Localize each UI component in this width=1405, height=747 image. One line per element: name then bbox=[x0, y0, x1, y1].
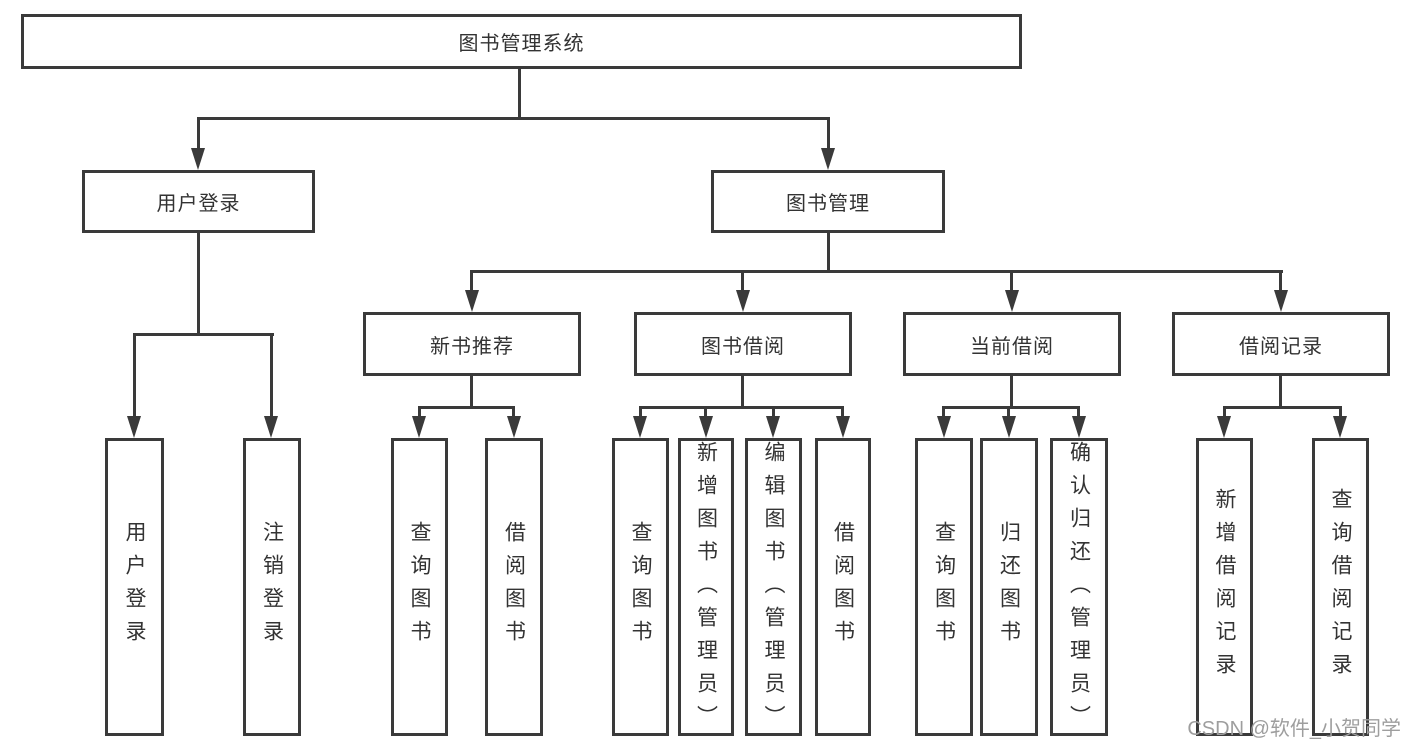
arrow-down-icon bbox=[264, 416, 278, 438]
leaf-query-books-borrowing-label: 查询图书 bbox=[629, 521, 652, 653]
connector-line bbox=[418, 406, 421, 416]
leaf-borrow-books: 借阅图书 bbox=[815, 438, 871, 736]
watermark: CSDN @软件_小贺同学 bbox=[1187, 718, 1401, 740]
node-user-login: 用户登录 bbox=[82, 170, 315, 233]
leaf-edit-book-admin: 编辑图书（管理员） bbox=[745, 438, 802, 738]
connector-line bbox=[827, 233, 830, 273]
connector-line bbox=[1279, 270, 1282, 290]
connector-line bbox=[827, 117, 830, 150]
leaf-add-borrow-record: 新增借阅记录 bbox=[1196, 438, 1253, 736]
leaf-borrow-books-label: 借阅图书 bbox=[831, 521, 855, 653]
arrow-down-icon bbox=[127, 416, 141, 438]
connector-line bbox=[197, 233, 200, 336]
arrow-down-icon bbox=[937, 416, 951, 438]
connector-line bbox=[1010, 376, 1013, 409]
connector-line bbox=[470, 270, 473, 290]
arrow-down-icon bbox=[633, 416, 647, 438]
leaf-query-books-current-label: 查询图书 bbox=[932, 521, 956, 653]
connector-line bbox=[197, 117, 830, 120]
connector-line bbox=[1339, 406, 1342, 416]
connector-line bbox=[133, 333, 274, 336]
connector-line bbox=[471, 270, 1283, 273]
leaf-edit-book-admin-label: 编辑图书（管理员） bbox=[762, 441, 785, 738]
leaf-confirm-return-admin-label: 确认归还（管理员） bbox=[1067, 441, 1091, 738]
connector-line bbox=[1010, 270, 1013, 290]
node-book-management: 图书管理 bbox=[711, 170, 945, 233]
leaf-add-borrow-record-label: 新增借阅记录 bbox=[1213, 488, 1236, 686]
connector-line bbox=[942, 406, 1080, 409]
node-new-book-recommend: 新书推荐 bbox=[363, 312, 581, 376]
node-current-borrowing: 当前借阅 bbox=[903, 312, 1121, 376]
connector-line bbox=[639, 406, 844, 409]
leaf-logout-label: 注销登录 bbox=[260, 521, 284, 653]
node-borrow-records-label: 借阅记录 bbox=[1239, 335, 1323, 358]
leaf-query-books-borrowing: 查询图书 bbox=[612, 438, 669, 736]
leaf-query-books-recommend: 查询图书 bbox=[391, 438, 448, 736]
connector-line bbox=[741, 270, 744, 290]
connector-line bbox=[942, 406, 945, 416]
node-root: 图书管理系统 bbox=[21, 14, 1022, 69]
connector-line bbox=[1007, 406, 1010, 416]
leaf-query-borrow-record-label: 查询借阅记录 bbox=[1329, 488, 1352, 686]
connector-line bbox=[512, 406, 515, 416]
leaf-borrow-books-recommend-label: 借阅图书 bbox=[502, 521, 526, 653]
leaf-query-borrow-record: 查询借阅记录 bbox=[1312, 438, 1369, 736]
connector-line bbox=[133, 333, 136, 418]
arrow-down-icon bbox=[1005, 290, 1019, 312]
arrow-down-icon bbox=[465, 290, 479, 312]
node-user-login-label: 用户登录 bbox=[156, 193, 241, 215]
connector-line bbox=[639, 406, 642, 416]
connector-line bbox=[841, 406, 844, 416]
node-borrow-records: 借阅记录 bbox=[1172, 312, 1390, 376]
arrow-down-icon bbox=[191, 148, 205, 170]
leaf-return-books-label: 归还图书 bbox=[997, 521, 1021, 653]
node-book-management-label: 图书管理 bbox=[786, 193, 870, 215]
connector-line bbox=[741, 376, 744, 409]
arrow-down-icon bbox=[412, 416, 426, 438]
leaf-confirm-return-admin: 确认归还（管理员） bbox=[1050, 438, 1108, 738]
connector-line bbox=[518, 69, 521, 120]
node-current-borrowing-label: 当前借阅 bbox=[970, 335, 1054, 358]
arrow-down-icon bbox=[736, 290, 750, 312]
connector-line bbox=[197, 117, 200, 150]
connector-line bbox=[470, 376, 473, 409]
arrow-down-icon bbox=[507, 416, 521, 438]
node-book-borrowing: 图书借阅 bbox=[634, 312, 852, 376]
leaf-query-books-recommend-label: 查询图书 bbox=[408, 521, 431, 653]
arrow-down-icon bbox=[1217, 416, 1231, 438]
leaf-add-book-admin-label: 新增图书（管理员） bbox=[694, 441, 718, 738]
leaf-borrow-books-recommend: 借阅图书 bbox=[485, 438, 543, 736]
arrow-down-icon bbox=[821, 148, 835, 170]
leaf-add-book-admin: 新增图书（管理员） bbox=[678, 438, 734, 738]
arrow-down-icon bbox=[1002, 416, 1016, 438]
arrow-down-icon bbox=[1274, 290, 1288, 312]
connector-line bbox=[772, 406, 775, 416]
connector-line bbox=[418, 406, 515, 409]
arrow-down-icon bbox=[1072, 416, 1086, 438]
leaf-logout: 注销登录 bbox=[243, 438, 301, 736]
arrow-down-icon bbox=[836, 416, 850, 438]
node-new-book-recommend-label: 新书推荐 bbox=[430, 335, 514, 358]
connector-line bbox=[270, 333, 273, 418]
leaf-query-books-current: 查询图书 bbox=[915, 438, 973, 736]
node-book-borrowing-label: 图书借阅 bbox=[701, 335, 785, 358]
connector-line bbox=[1077, 406, 1080, 416]
connector-line bbox=[1279, 376, 1282, 409]
arrow-down-icon bbox=[766, 416, 780, 438]
leaf-user-login-label: 用户登录 bbox=[123, 521, 146, 653]
arrow-down-icon bbox=[1333, 416, 1347, 438]
connector-line bbox=[1223, 406, 1342, 409]
connector-line bbox=[704, 406, 707, 416]
leaf-return-books: 归还图书 bbox=[980, 438, 1038, 736]
arrow-down-icon bbox=[699, 416, 713, 438]
connector-line bbox=[1223, 406, 1226, 416]
leaf-user-login: 用户登录 bbox=[105, 438, 164, 736]
node-root-label: 图书管理系统 bbox=[458, 33, 585, 55]
